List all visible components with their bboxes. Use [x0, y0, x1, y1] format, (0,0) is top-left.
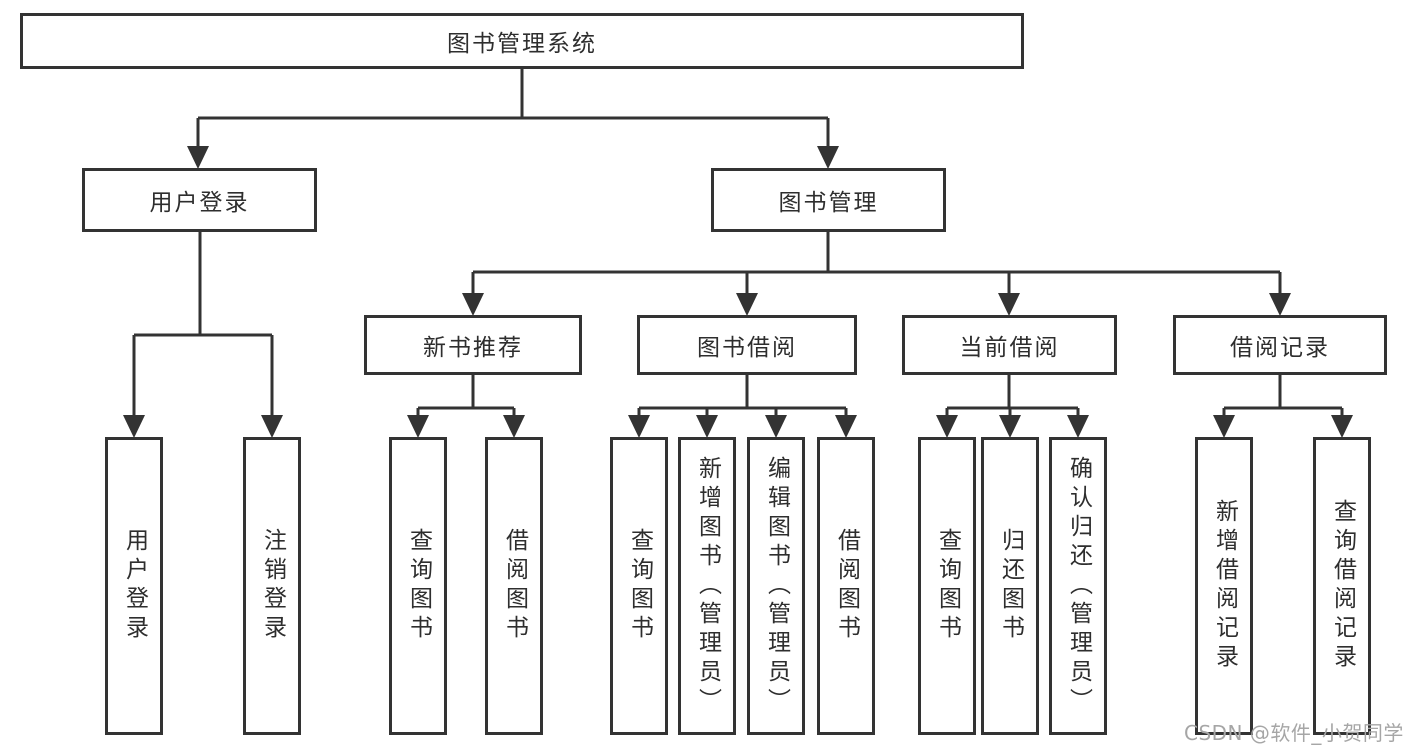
node-book-borrow: 图书借阅 — [637, 315, 857, 375]
leaf-user-login: 用户登录 — [105, 437, 163, 735]
leaf-add-borrow-record-label: 新增借阅记录 — [1211, 499, 1238, 673]
node-root-system-label: 图书管理系统 — [447, 31, 597, 57]
leaf-borrow-book: 借阅图书 — [817, 437, 875, 735]
leaf-return-book-label: 归还图书 — [997, 528, 1024, 644]
node-current-borrow: 当前借阅 — [902, 315, 1117, 375]
leaf-add-book-admin-label: 新增图书（管理员） — [694, 455, 721, 717]
connector-login-to-leaves — [132, 231, 274, 416]
leaf-add-book-admin: 新增图书（管理员） — [678, 437, 736, 735]
leaf-current-query-book: 查询图书 — [918, 437, 976, 735]
leaf-edit-book-admin: 编辑图书（管理员） — [747, 437, 805, 735]
leaf-confirm-return-admin: 确认归还（管理员） — [1049, 437, 1107, 735]
leaf-logout-label: 注销登录 — [259, 528, 286, 644]
leaf-edit-book-admin-label: 编辑图书（管理员） — [763, 455, 790, 717]
leaf-newbook-query-book-label: 查询图书 — [405, 528, 432, 644]
node-user-login: 用户登录 — [82, 168, 317, 232]
leaf-query-borrow-record: 查询借阅记录 — [1313, 437, 1371, 735]
leaf-newbook-borrow-book: 借阅图书 — [485, 437, 543, 735]
leaf-borrow-book-label: 借阅图书 — [833, 528, 860, 644]
leaf-borrow-query-book-label: 查询图书 — [626, 528, 653, 644]
node-current-borrow-label: 当前借阅 — [959, 335, 1060, 361]
leaf-current-query-book-label: 查询图书 — [934, 528, 961, 644]
connector-records-to-leaves — [1222, 375, 1344, 416]
connector-newbook-to-leaves — [416, 375, 516, 416]
node-book-borrow-label: 图书借阅 — [697, 335, 797, 361]
node-book-management: 图书管理 — [711, 168, 946, 232]
leaf-newbook-query-book: 查询图书 — [389, 437, 447, 735]
leaf-add-borrow-record: 新增借阅记录 — [1195, 437, 1253, 735]
connector-management-to-level3 — [471, 231, 1282, 294]
connector-bookborrow-to-leaves — [637, 375, 848, 416]
leaf-return-book: 归还图书 — [981, 437, 1039, 735]
leaf-newbook-borrow-book-label: 借阅图书 — [501, 528, 528, 644]
leaf-user-login-label: 用户登录 — [121, 528, 148, 644]
leaf-query-borrow-record-label: 查询借阅记录 — [1329, 499, 1356, 673]
node-borrow-records: 借阅记录 — [1173, 315, 1387, 375]
connector-root-to-level2 — [196, 68, 830, 147]
node-new-book-recommend-label: 新书推荐 — [423, 335, 523, 361]
node-user-login-label: 用户登录 — [149, 190, 250, 216]
csdn-watermark: CSDN @软件_小贺同学 — [1184, 721, 1404, 745]
node-borrow-records-label: 借阅记录 — [1230, 335, 1330, 361]
connector-currentborrow-to-leaves — [945, 375, 1080, 416]
node-new-book-recommend: 新书推荐 — [364, 315, 582, 375]
leaf-borrow-query-book: 查询图书 — [610, 437, 668, 735]
node-root-system: 图书管理系统 — [20, 13, 1024, 69]
leaf-confirm-return-admin-label: 确认归还（管理员） — [1065, 455, 1092, 717]
leaf-logout: 注销登录 — [243, 437, 301, 735]
node-book-management-label: 图书管理 — [778, 190, 879, 216]
